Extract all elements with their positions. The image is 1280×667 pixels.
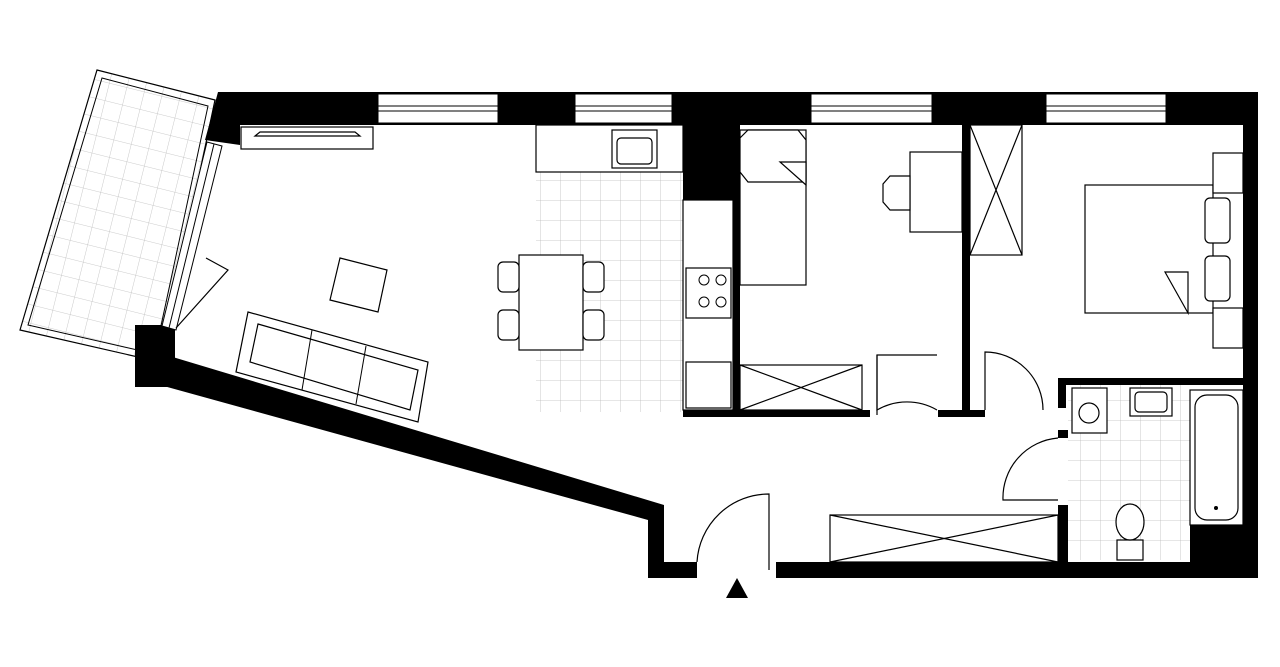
kitchen: [497, 124, 734, 411]
stove-icon: [685, 267, 732, 319]
bedroom-1-furniture: [739, 129, 963, 411]
bathroom-fixtures: [1071, 387, 1244, 561]
living-room-furniture: [235, 126, 429, 423]
desk: [909, 151, 963, 233]
bed: [1084, 184, 1214, 314]
toilet-icon: [1115, 503, 1145, 561]
entrance-arrow-icon: [726, 578, 748, 598]
hallway-wardrobe: [829, 514, 1059, 563]
bedroom-2-furniture: [969, 124, 1244, 349]
windows: [161, 93, 1167, 331]
doors: [175, 257, 1059, 570]
dining-table: [518, 254, 584, 351]
sofa: [235, 311, 429, 423]
coffee-table: [329, 257, 388, 313]
balcony: [19, 69, 216, 363]
